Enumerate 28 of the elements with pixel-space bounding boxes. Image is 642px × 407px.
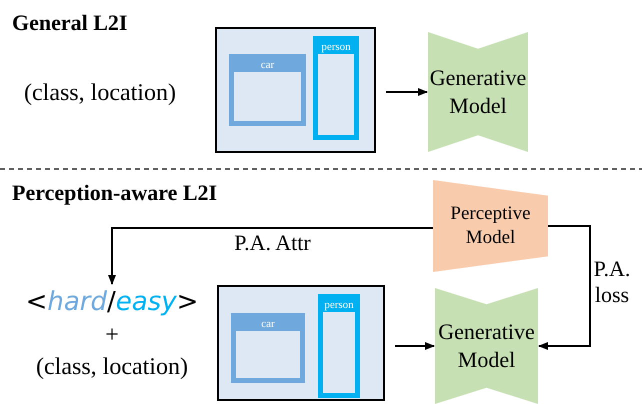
input-text: (class, location) xyxy=(24,79,176,108)
model-label: Generative Model xyxy=(428,64,528,120)
section-heading: General L2I xyxy=(12,9,128,37)
box-label: person xyxy=(320,41,352,54)
input-text: (class, location) xyxy=(36,353,188,382)
attribute-tag: <hard/easy> xyxy=(26,285,198,319)
arrow xyxy=(538,225,591,350)
bounding-box xyxy=(318,294,360,398)
generative-model-shape xyxy=(428,32,528,152)
model-label: Generative Model xyxy=(437,318,536,374)
section-heading: Perception-aware L2I xyxy=(12,179,218,207)
box-label: person xyxy=(323,299,355,312)
arrow xyxy=(108,227,433,285)
box-label: car xyxy=(260,59,276,72)
layout-box xyxy=(217,285,385,401)
box-label: car xyxy=(260,318,276,331)
bounding-box xyxy=(231,313,305,383)
input-text: + xyxy=(105,321,119,350)
arrow xyxy=(386,88,428,96)
bounding-box xyxy=(229,54,306,126)
layout-box xyxy=(215,27,376,153)
arrow xyxy=(395,342,435,350)
generative-model-shape xyxy=(435,288,538,404)
edge-label: P.A. Attr xyxy=(233,230,312,256)
edge-label: P.A. loss xyxy=(592,256,632,308)
model-label: Perceptive Model xyxy=(449,202,532,250)
perceptive-model-shape xyxy=(433,180,548,272)
bounding-box xyxy=(313,36,359,140)
